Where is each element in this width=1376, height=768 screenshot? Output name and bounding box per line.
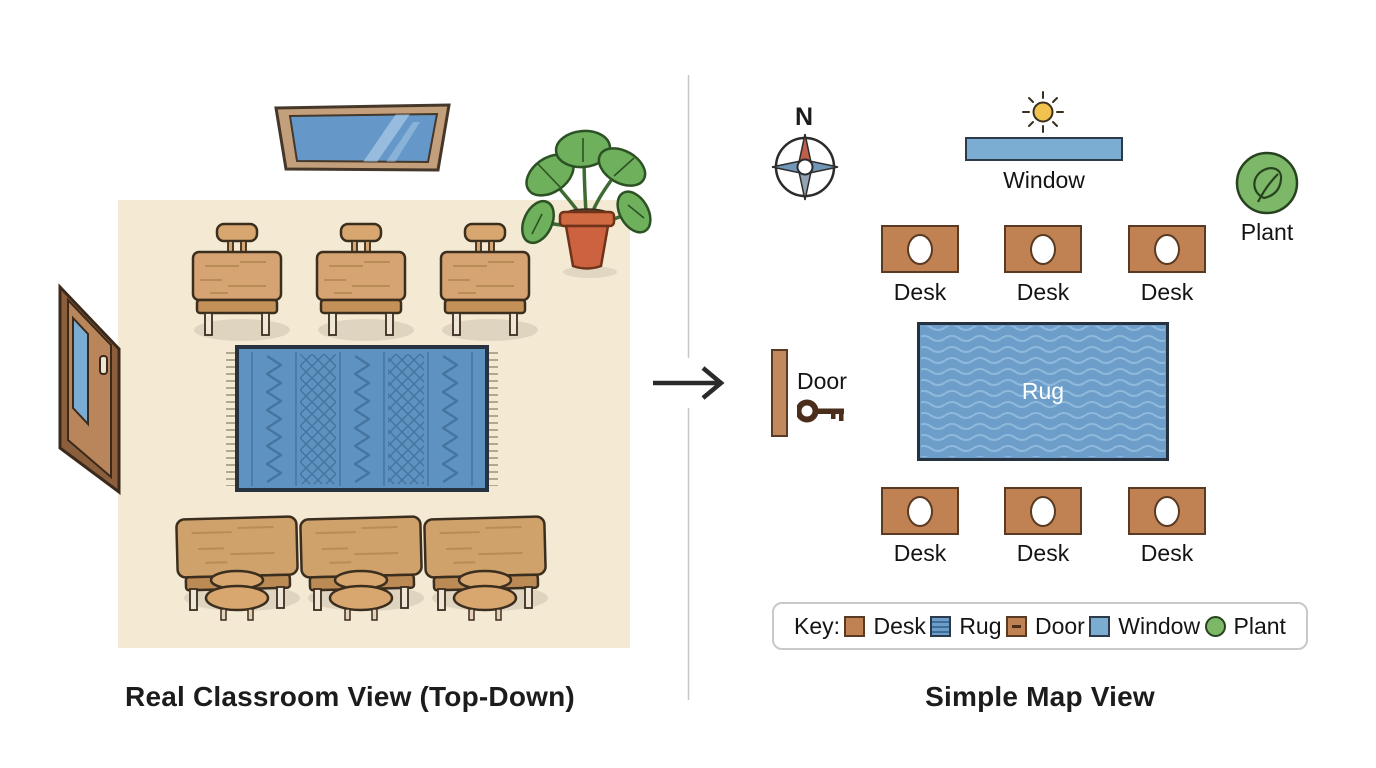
legend-item-desk: Desk	[844, 612, 926, 640]
window-swatch-icon	[1089, 615, 1111, 637]
map-desk-label: Desk	[1140, 279, 1194, 305]
desk-dot	[907, 233, 933, 265]
classroom-illustration	[58, 103, 652, 648]
legend-item-rug: Rug	[930, 612, 1002, 640]
legend-item-label: Door	[1034, 612, 1085, 639]
right-title: Simple Map View	[925, 681, 1155, 712]
legend-item-label: Window	[1118, 612, 1201, 639]
map-desk	[1128, 225, 1206, 273]
map-desk	[881, 225, 959, 273]
plant-swatch-icon	[1204, 615, 1226, 637]
map-desk-label: Desk	[893, 540, 947, 566]
rug-swatch-icon	[930, 615, 952, 637]
map-rug-label: Rug	[1021, 378, 1065, 404]
compass-label: N	[795, 103, 814, 131]
desk-dot	[1030, 495, 1056, 527]
door-swatch-icon	[1005, 615, 1027, 637]
map-window-label: Window	[1003, 167, 1085, 193]
table-with-stool	[423, 515, 550, 622]
map-plant-label: Plant	[1240, 219, 1294, 245]
table-with-stool	[175, 515, 302, 622]
open-door-icon	[58, 283, 121, 495]
map-desk	[1128, 487, 1206, 535]
map-desk-label: Desk	[893, 279, 947, 305]
desk-swatch-icon	[844, 615, 866, 637]
table-with-stool	[299, 515, 426, 622]
legend-item-label: Plant	[1233, 612, 1286, 639]
window-icon	[274, 103, 451, 172]
desk-dot	[1030, 233, 1056, 265]
desk-dot	[1154, 233, 1180, 265]
map-desk	[1004, 487, 1082, 535]
legend-item-door: Door	[1005, 612, 1085, 640]
plant-icon	[1235, 151, 1299, 215]
map-door-label: Door	[797, 368, 847, 394]
legend: Key: Desk Rug Door Window Plant	[772, 602, 1308, 650]
map-desk	[881, 487, 959, 535]
legend-item-label: Desk	[873, 612, 926, 639]
map-desk-label: Desk	[1140, 540, 1194, 566]
desk-dot	[907, 495, 933, 527]
door-handle-dash	[1011, 624, 1021, 628]
map-door	[771, 349, 788, 437]
sun-icon	[1022, 91, 1064, 133]
map-window	[965, 137, 1123, 161]
legend-item-window: Window	[1089, 613, 1200, 640]
key-icon	[797, 399, 844, 423]
legend-key-label: Key:	[794, 612, 841, 639]
legend-item-label: Rug	[959, 612, 1002, 639]
desk-dot	[1154, 495, 1180, 527]
map-desk-label: Desk	[1016, 540, 1070, 566]
door-handle-icon	[99, 355, 108, 375]
classroom-rug	[226, 345, 498, 492]
map-rug	[917, 322, 1169, 461]
left-title: Real Classroom View (Top-Down)	[125, 681, 575, 712]
legend-item-plant: Plant	[1204, 612, 1286, 640]
compass-rose-icon	[771, 133, 839, 201]
potted-plant-icon	[521, 129, 652, 278]
map-desk-label: Desk	[1016, 279, 1070, 305]
map-desk	[1004, 225, 1082, 273]
